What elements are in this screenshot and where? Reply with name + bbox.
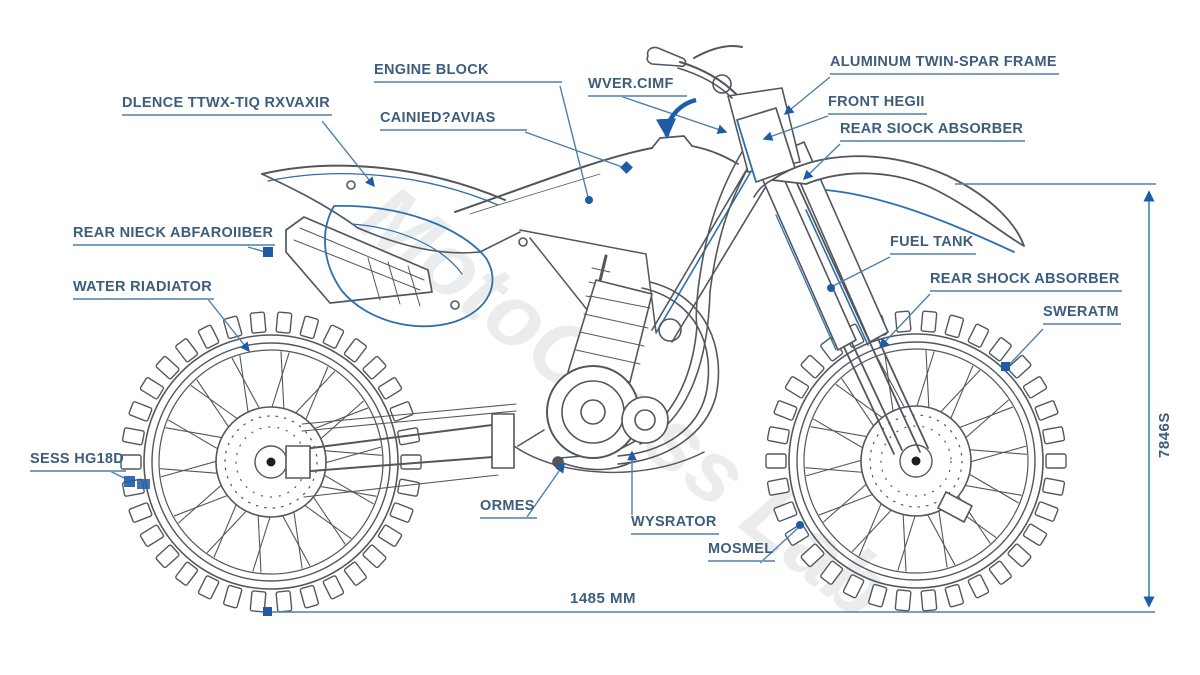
label-front-hegii: FRONT HEGII	[828, 94, 927, 116]
leader-dot	[796, 521, 804, 529]
leader-front-hegii	[762, 115, 829, 141]
label-rear-shock-absorber: REAR SHOCK ABSORBER	[930, 271, 1122, 293]
leader-ormes	[526, 462, 565, 518]
leader-engine-block	[559, 85, 589, 198]
front-fork	[727, 87, 973, 523]
bike-body	[261, 45, 1025, 523]
label-sess-hg18d: SESS HG18D	[30, 451, 127, 473]
handlebar	[646, 45, 743, 99]
label-ormes: ORMES	[480, 498, 537, 520]
label-cainied: CAINIED?AVIAS	[380, 110, 527, 132]
leader-mosmel	[759, 527, 799, 564]
dim-square	[263, 607, 272, 616]
leader-square	[137, 479, 150, 489]
label-dlence: DLENCE TTWX-TIQ RXVAXIR	[122, 95, 333, 117]
label-rear-siock-absorber: REAR SIOCK ABSORBER	[840, 121, 1026, 143]
length-dimension-label: 1485 MM	[570, 590, 637, 607]
front-fender	[753, 155, 1025, 253]
front-wheel	[765, 310, 1067, 612]
leader-dlence	[321, 120, 375, 188]
leader-sweratm	[1007, 328, 1044, 367]
exhaust-muffler	[285, 216, 433, 304]
label-aluminum-twin-spar-frame: ALUMINUM TWIN-SPAR FRAME	[830, 54, 1059, 76]
radiator-shroud	[324, 205, 494, 328]
rear-fender-seat	[261, 135, 739, 310]
leader-dot	[827, 284, 835, 292]
leader-rear-nieck	[247, 246, 266, 253]
leader-aluminum	[783, 76, 831, 115]
label-wysrator: WYSRATOR	[631, 514, 719, 536]
rear-wheel	[120, 311, 422, 613]
leader-rear-siock	[802, 143, 841, 181]
label-sweratm: SWERATM	[1043, 304, 1121, 326]
leader-diamond	[620, 161, 633, 174]
leader-cainied	[524, 131, 626, 169]
leader-dot	[585, 196, 593, 204]
leader-square	[263, 247, 273, 257]
height-dimension-label: 7846S	[1156, 412, 1173, 458]
label-rear-nieck: REAR NIECK ABFAROIIBER	[73, 225, 276, 247]
curved-arrow	[655, 97, 697, 140]
leader-square	[1001, 362, 1010, 371]
label-mosmel: MOSMEL	[708, 541, 776, 563]
label-engine-block: ENGINE BLOCK	[374, 62, 562, 84]
label-fuel-tank: FUEL TANK	[890, 234, 976, 256]
dimension-lines	[263, 183, 1156, 616]
engine	[513, 279, 720, 474]
label-wver-cimf: WVER.CIMF	[588, 76, 687, 98]
leader-rear-shock	[878, 293, 931, 349]
leader-fuel-tank	[832, 256, 891, 287]
leader-water	[206, 297, 250, 353]
leader-square	[124, 476, 135, 487]
swingarm	[285, 403, 517, 498]
label-water-radiator: WATER RIADIATOR	[73, 279, 215, 301]
leader-lines	[109, 76, 1044, 564]
